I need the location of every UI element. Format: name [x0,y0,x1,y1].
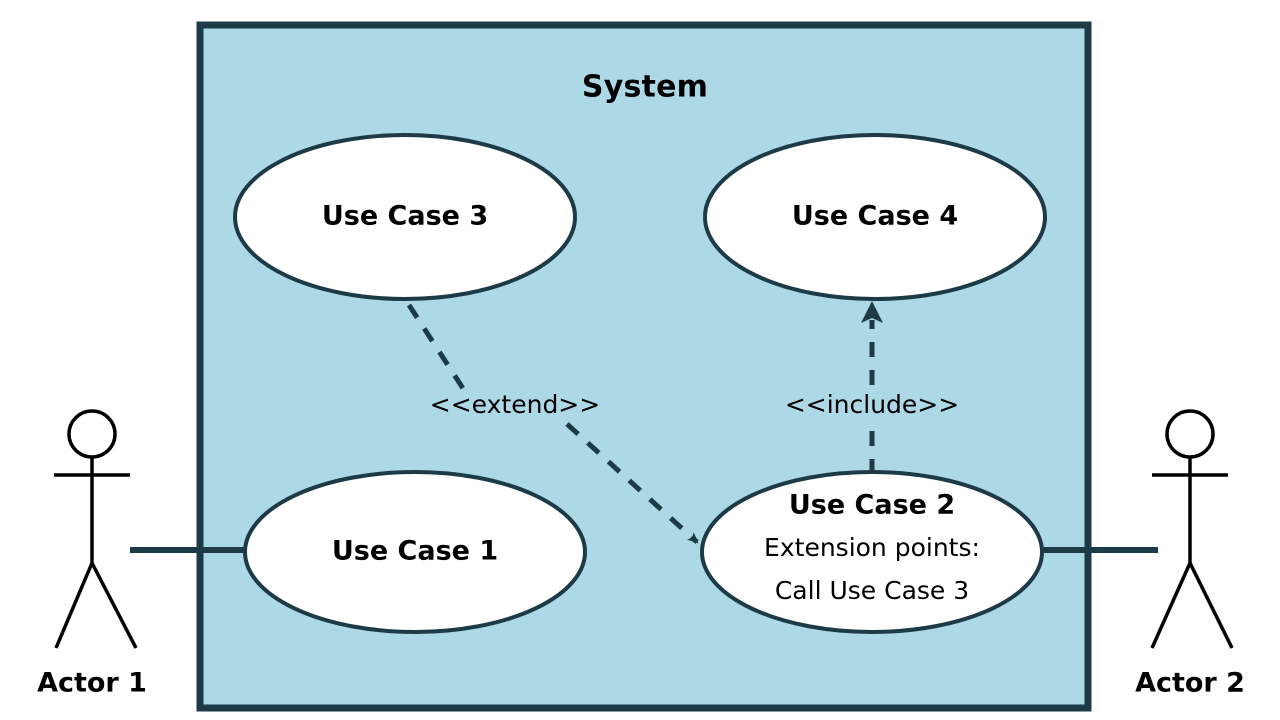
include-relationship-group[interactable]: <<include>> [785,301,959,474]
actor-1-figure[interactable]: Actor 1 [37,409,147,699]
actor-2-leg-right [1188,562,1234,649]
actor-2-figure[interactable]: Actor 2 [1135,409,1245,699]
use-case-1-ellipse [243,470,587,634]
use-case-2-ellipse [700,470,1044,634]
use-case-2-extension-points-heading: Extension points: [764,533,980,562]
use-case-1-node[interactable]: Use Case 1 [243,470,587,634]
actor-2-label: Actor 2 [1135,668,1245,699]
actor-1-leg-right [90,562,138,649]
use-case-3-ellipse [233,133,577,301]
extend-relationship-group[interactable]: <<extend>> [406,303,699,544]
use-case-3-node[interactable]: Use Case 3 [233,133,577,301]
use-case-3-title: Use Case 3 [322,201,488,232]
use-case-4-title: Use Case 4 [792,201,958,232]
actor-1-label: Actor 1 [37,668,147,699]
use-case-1-title: Use Case 1 [332,536,498,567]
actor-2-leg-left [1150,562,1192,649]
use-case-2-node[interactable]: Use Case 2 Extension points: Call Use Ca… [700,470,1044,634]
actor-1-leg-left [54,562,94,649]
actor-2-head-icon [1165,409,1215,459]
extend-dashed-line-upper [406,303,469,395]
extend-dashed-line-lower [565,422,699,544]
use-case-2-title: Use Case 2 [789,490,955,521]
system-title: System [582,70,708,105]
use-case-4-node[interactable]: Use Case 4 [703,133,1047,301]
use-case-4-ellipse [703,133,1047,301]
actor-1-head-icon [67,409,117,459]
use-case-2-extension-point-item: Call Use Case 3 [775,576,969,605]
extend-stereotype-label: <<extend>> [430,390,600,419]
include-stereotype-label: <<include>> [785,390,959,419]
